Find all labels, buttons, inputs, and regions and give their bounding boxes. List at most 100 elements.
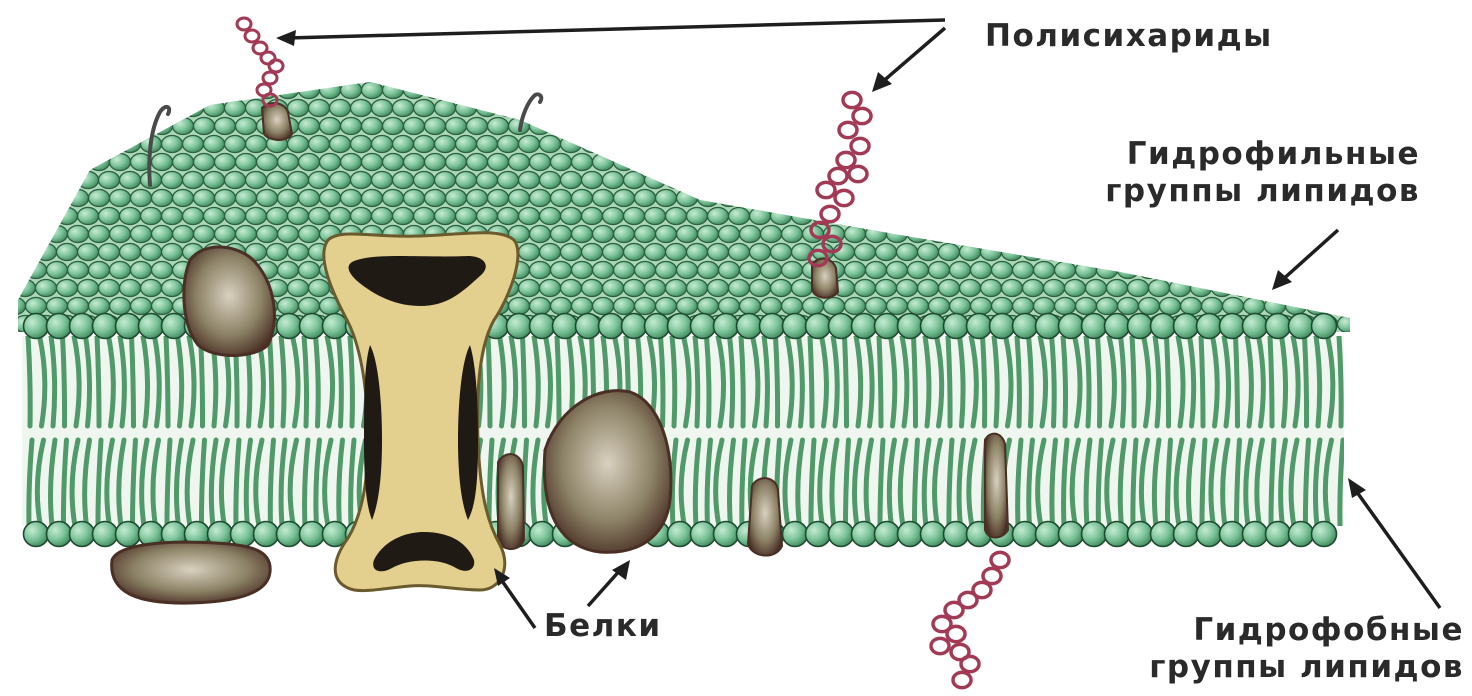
lipid-head	[68, 154, 89, 171]
lipid-head	[540, 100, 561, 117]
lipid-head	[236, 154, 257, 171]
lipid-head	[1128, 280, 1149, 297]
lipid-head-bottom-row	[852, 522, 877, 547]
lipid-head	[246, 208, 267, 225]
lipid-head	[740, 118, 761, 135]
lipid-head-bottom-row	[231, 522, 256, 547]
lipid-head	[309, 172, 330, 189]
lipid-head	[99, 244, 120, 261]
lipid-head	[278, 190, 299, 207]
sugar-ring	[263, 72, 277, 84]
lipid-head	[467, 82, 488, 99]
lipid-head	[477, 100, 498, 117]
lipid-head	[698, 190, 719, 207]
lipid-head-top-row	[760, 314, 785, 339]
lipid-head	[78, 280, 99, 297]
lipid-head	[1328, 226, 1349, 243]
lipid-head-bottom-row	[783, 522, 808, 547]
lipid-head	[761, 262, 782, 279]
lipid-head	[1286, 82, 1307, 99]
lipid-head	[761, 298, 782, 315]
lipid-head	[1128, 244, 1149, 261]
lipid-head	[656, 226, 677, 243]
lipid-head	[1223, 298, 1244, 315]
lipid-head	[530, 298, 551, 315]
lipid-head	[89, 262, 110, 279]
lipid-head	[15, 172, 36, 189]
lipid-tail	[1201, 336, 1203, 426]
lipid-head	[792, 280, 813, 297]
lipid-head	[876, 208, 897, 225]
lipid-head	[257, 154, 278, 171]
lipid-head	[761, 118, 782, 135]
lipid-head	[792, 136, 813, 153]
lipid-head	[782, 190, 803, 207]
lipid-head	[635, 298, 656, 315]
lipid-head	[656, 118, 677, 135]
lipid-head	[519, 280, 540, 297]
lipid-head	[68, 298, 89, 315]
lipid-head	[120, 280, 141, 297]
lipid-head	[194, 82, 215, 99]
lipid-head	[393, 172, 414, 189]
lipid-head	[78, 136, 99, 153]
lipid-head	[110, 298, 131, 315]
lipid-head	[624, 100, 645, 117]
lipid-head	[719, 190, 740, 207]
lipid-head-bottom-row	[93, 522, 118, 547]
lipid-head	[1013, 82, 1034, 99]
lipid-head-top-row	[1036, 314, 1061, 339]
lipid-head	[183, 208, 204, 225]
lipid-head	[330, 100, 351, 117]
lipid-head	[341, 190, 362, 207]
lipid-head	[540, 208, 561, 225]
lipid-head	[908, 190, 929, 207]
lipid-head	[120, 100, 141, 117]
lipid-head	[803, 154, 824, 171]
lipid-head	[1170, 100, 1191, 117]
lipid-head	[918, 244, 939, 261]
lipid-tail	[1167, 336, 1169, 426]
lipid-head	[498, 208, 519, 225]
lipid-head	[1139, 82, 1160, 99]
lipid-head	[918, 100, 939, 117]
lipid-head	[456, 172, 477, 189]
lipid-head	[152, 298, 173, 315]
lipid-head	[687, 172, 708, 189]
lipid-head	[561, 100, 582, 117]
lipid-head	[99, 280, 120, 297]
lipid-head	[1149, 100, 1170, 117]
lipid-head-bottom-row	[1266, 522, 1291, 547]
lipid-head	[246, 172, 267, 189]
lipid-head	[267, 208, 288, 225]
lipid-head	[68, 262, 89, 279]
lipid-tail	[523, 336, 525, 426]
lipid-tail	[810, 336, 812, 426]
lipid-head	[1002, 172, 1023, 189]
lipid-head	[372, 100, 393, 117]
lipid-head	[225, 208, 246, 225]
lipid-head	[1076, 298, 1097, 315]
sugar-ring	[849, 166, 867, 181]
lipid-tail	[1202, 440, 1205, 526]
lipid-head	[1265, 82, 1286, 99]
lipid-tail	[707, 336, 709, 426]
lipid-head	[257, 226, 278, 243]
lipid-head	[131, 226, 152, 243]
lipid-head-top-row	[1151, 314, 1176, 339]
lipid-head	[425, 154, 446, 171]
lipid-head	[68, 190, 89, 207]
sugar-ring	[821, 206, 839, 221]
lipid-head	[341, 82, 362, 99]
lipid-head	[1265, 118, 1286, 135]
lipid-head	[110, 226, 131, 243]
lipid-head	[1097, 298, 1118, 315]
lipid-head	[603, 100, 624, 117]
lipid-head	[1086, 136, 1107, 153]
lipid-head	[540, 172, 561, 189]
lipid-head	[897, 172, 918, 189]
lipid-head	[677, 298, 698, 315]
lipid-head	[236, 118, 257, 135]
lipid-tail	[281, 336, 284, 426]
lipid-head-bottom-row	[24, 522, 49, 547]
